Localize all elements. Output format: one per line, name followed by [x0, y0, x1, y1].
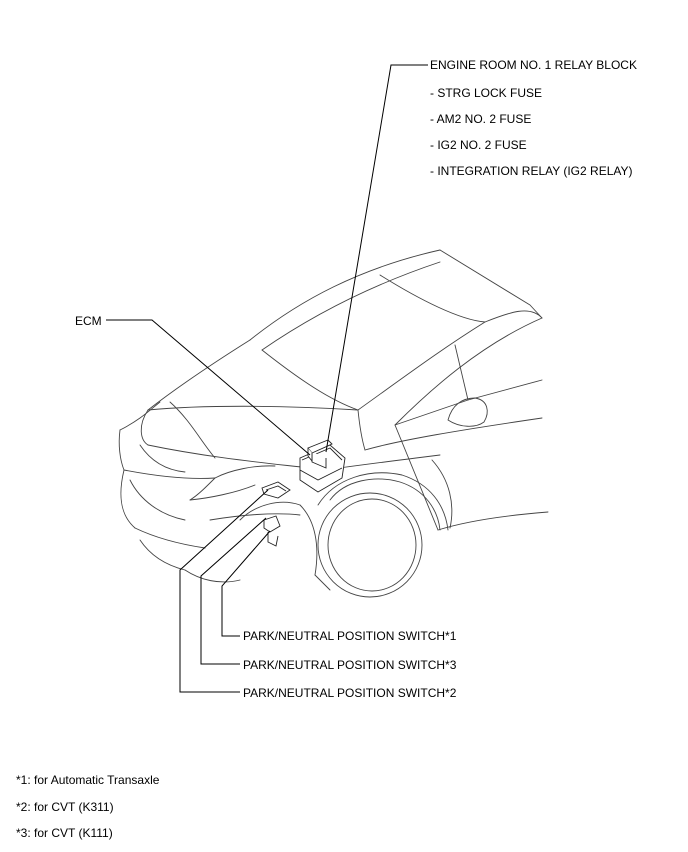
switch-label-2: PARK/NEUTRAL POSITION SWITCH*2	[243, 686, 457, 700]
relay-block-title: ENGINE ROOM NO. 1 RELAY BLOCK	[430, 58, 637, 72]
car-outline	[118, 249, 549, 598]
footnote-1: *1: for Automatic Transaxle	[16, 773, 160, 787]
switch-label-3: PARK/NEUTRAL POSITION SWITCH*3	[243, 658, 457, 672]
relay-block-item-strg-lock-fuse: - STRG LOCK FUSE	[430, 86, 543, 100]
leader-relay-block	[325, 64, 428, 453]
footnote-2: *2: for CVT (K311)	[16, 800, 114, 814]
leader-ecm	[106, 319, 311, 456]
switch-star1-icon	[261, 481, 291, 499]
switch-star3-icon	[263, 515, 281, 547]
ecm-label: ECM	[75, 314, 102, 328]
leader-lines	[106, 64, 428, 693]
relay-block-item-am2-no2-fuse: - AM2 NO. 2 FUSE	[430, 112, 532, 126]
leader-switch-2	[179, 489, 269, 693]
leader-switch-1	[221, 530, 271, 637]
relay-block-item-ig2-no2-fuse: - IG2 NO. 2 FUSE	[430, 138, 527, 152]
footnote-3: *3: for CVT (K111)	[16, 826, 113, 840]
leader-switch-3	[200, 517, 267, 665]
relay-block-item-integration-relay: - INTEGRATION RELAY (IG2 RELAY)	[430, 164, 633, 178]
switch-label-1: PARK/NEUTRAL POSITION SWITCH*1	[243, 629, 457, 643]
